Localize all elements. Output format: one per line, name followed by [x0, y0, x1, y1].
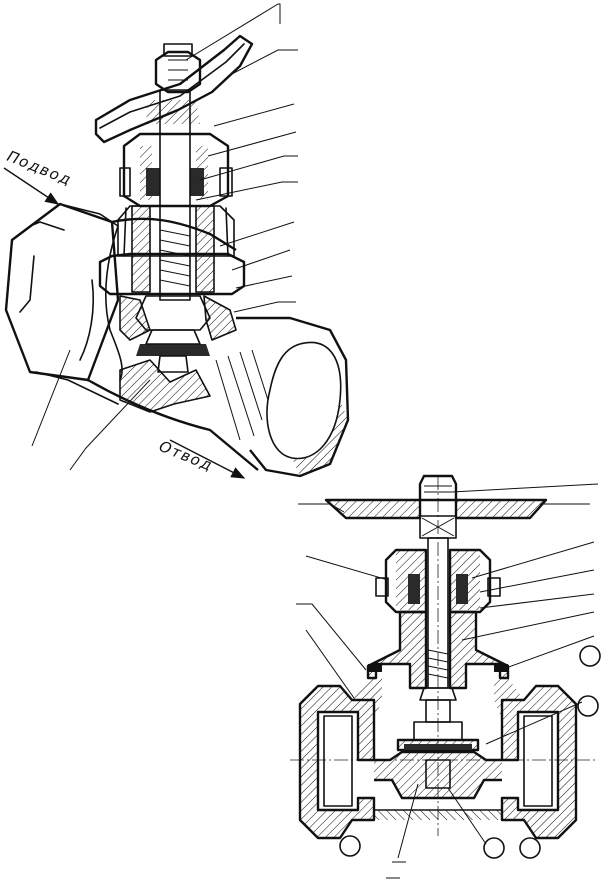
inlet-label: Подвод — [5, 147, 75, 189]
position-circle — [519, 837, 541, 859]
position-circle — [577, 695, 599, 717]
bonnet-iso — [98, 205, 246, 296]
inlet-hex-end — [4, 202, 120, 405]
gland-nut-section — [375, 548, 501, 614]
outlet-label: Отвод — [157, 437, 216, 475]
outlet-pipe-end — [215, 316, 350, 478]
valve-body-section — [298, 678, 578, 840]
bonnet-section — [366, 610, 510, 690]
valve-body-iso — [79, 217, 259, 471]
handwheel-section — [324, 474, 548, 539]
position-circles — [339, 645, 601, 859]
inlet-flow-marker: Подвод — [3, 147, 75, 205]
outlet-flow-marker: Отвод — [157, 437, 246, 479]
position-circle — [579, 645, 601, 667]
spindle-iso — [159, 89, 191, 301]
disc-section — [396, 721, 480, 789]
isometric-cutaway-view: Подвод Отвод — [3, 3, 350, 479]
handwheel-iso — [94, 34, 254, 144]
valve-disc-iso — [135, 295, 211, 373]
position-circle — [339, 835, 361, 857]
iso-leader-lines — [31, 3, 298, 471]
gland-nut-iso — [119, 132, 233, 208]
section-leader-lines — [296, 483, 599, 879]
sectional-view — [290, 474, 601, 879]
position-circle — [483, 837, 505, 859]
